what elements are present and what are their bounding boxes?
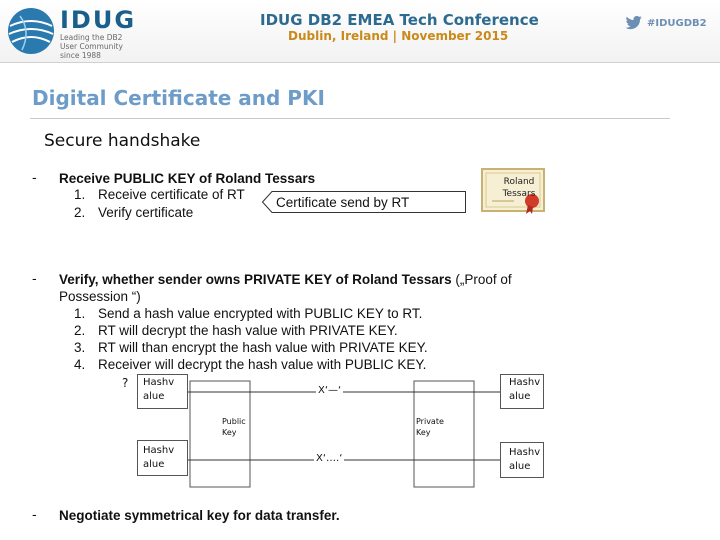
bullet-2-heading-rest: („Proof of <box>451 272 512 287</box>
hash-value-label: Hashv <box>143 445 175 456</box>
hash-value-box: Hashv alue <box>500 374 544 409</box>
step-text: RT will decrypt the hash value with PRIV… <box>98 323 398 338</box>
encrypted-value: X‘….‘ <box>314 452 345 466</box>
callout-text: Certificate send by RT <box>276 195 410 210</box>
logo-tagline: Leading the DB2 User Community since 198… <box>60 33 123 60</box>
hash-value-box: Hashv alue <box>137 440 188 476</box>
title-divider <box>30 118 670 119</box>
step-number: 1. <box>74 187 86 202</box>
private-key-label-line: Private <box>416 417 444 426</box>
hash-value-label: Hashv <box>509 377 541 388</box>
hash-value-label: Hashv <box>143 377 175 388</box>
step-text: Receive certificate of RT <box>98 187 245 202</box>
step-text: Receiver will decrypt the hash value wit… <box>98 357 427 372</box>
conference-title: IDUG DB2 EMEA Tech Conference <box>260 11 539 29</box>
bullet-2-heading-line2: Possession “) <box>59 289 141 304</box>
callout-shape <box>262 191 466 213</box>
certificate-label-line: Tessars <box>502 189 536 199</box>
question-mark: ? <box>122 376 129 390</box>
bullet-marker: - <box>32 272 37 287</box>
header-divider <box>0 62 720 63</box>
bullet-marker: - <box>32 508 37 523</box>
public-key-label-line: Public <box>222 417 246 426</box>
bullet-2-heading: Verify, whether sender owns PRIVATE KEY … <box>59 272 512 287</box>
hash-value-box: Hashv alue <box>500 442 544 478</box>
hash-value-label: alue <box>143 391 165 402</box>
public-key-label-line: Key <box>222 428 237 437</box>
step-number: 2. <box>74 205 86 220</box>
step-text: Send a hash value encrypted with PUBLIC … <box>98 306 423 321</box>
bullet-1-heading: Receive PUBLIC KEY of Roland Tessars <box>59 171 316 186</box>
hash-value-label: alue <box>509 461 531 472</box>
certificate-label: Roland Tessars <box>500 176 538 200</box>
certificate-label-line: Roland <box>503 177 535 187</box>
idug-logo: IDUG <box>60 6 137 34</box>
conference-subtitle: Dublin, Ireland | November 2015 <box>288 29 509 43</box>
bullet-3-heading: Negotiate symmetrical key for data trans… <box>59 508 340 523</box>
step-text: Verify certificate <box>98 205 194 220</box>
twitter-bird-icon <box>625 16 642 30</box>
step-number: 3. <box>74 340 86 355</box>
bullet-2-heading-bold: Verify, whether sender owns PRIVATE KEY … <box>59 272 452 287</box>
certificate-icon <box>481 168 545 214</box>
encrypted-value: X‘—‘ <box>316 384 344 398</box>
globe-icon <box>8 8 54 54</box>
hash-value-label: alue <box>143 459 165 470</box>
hash-value-box: Hashv alue <box>137 374 188 409</box>
bullet-marker: - <box>32 171 37 186</box>
step-number: 4. <box>74 357 86 372</box>
private-key-label-line: Key <box>416 428 431 437</box>
step-text: RT will than encrypt the hash value with… <box>98 340 428 355</box>
step-number: 1. <box>74 306 86 321</box>
hashtag-group: #IDUGDB2 <box>625 16 707 30</box>
slide-title: Digital Certificate and PKI <box>32 86 325 110</box>
conference-hashtag: #IDUGDB2 <box>647 17 707 29</box>
hash-value-label: Hashv <box>509 447 541 458</box>
step-number: 2. <box>74 323 86 338</box>
slide-subtitle: Secure handshake <box>44 131 201 151</box>
hash-value-label: alue <box>509 391 531 402</box>
conference-header <box>0 0 720 62</box>
